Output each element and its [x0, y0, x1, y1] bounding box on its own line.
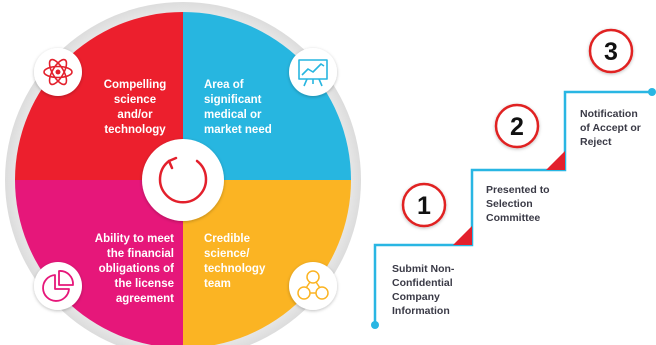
step-number-badge-1: 1 [401, 182, 447, 228]
step-label-1: Submit Non- Confidential Company Informa… [392, 263, 455, 317]
step-label-3: Notification of Accept or Reject [580, 108, 641, 148]
step-corner-marker [453, 226, 472, 245]
quadrant-label-compelling-science: Compelling science and/or technology [103, 79, 167, 136]
quadrant-label-credible-team: Credible science/ technology team [204, 233, 266, 290]
step-number-3: 3 [604, 38, 618, 66]
quadrant-label-market-need: Area of significant medical or market ne… [204, 79, 272, 136]
step-number-2: 2 [510, 113, 524, 141]
quadrant-credible-team [183, 180, 351, 345]
cycle-quadrants [15, 12, 351, 345]
step-number-badge-2: 2 [494, 103, 540, 149]
staircase-path [371, 88, 656, 329]
staircase-end-dot [648, 88, 656, 96]
quadrant-compelling-science [15, 12, 183, 180]
pie-chart-icon [34, 262, 82, 310]
quadrant-label-financial-ability: Ability to meet the financial obligation… [94, 233, 174, 305]
step-corner-marker [546, 151, 565, 170]
staircase-start-dot [371, 321, 379, 329]
quadrant-financial-ability [15, 180, 183, 345]
step-number-1: 1 [417, 192, 431, 220]
atom-icon [34, 48, 82, 96]
presentation-chart-icon [289, 48, 337, 96]
step-label-2: Presented to Selection Committee [486, 184, 550, 224]
step-number-badge-3: 3 [588, 28, 634, 74]
refresh-cycle-icon [142, 139, 224, 221]
team-network-icon [289, 262, 337, 310]
quadrant-market-need [183, 12, 351, 180]
